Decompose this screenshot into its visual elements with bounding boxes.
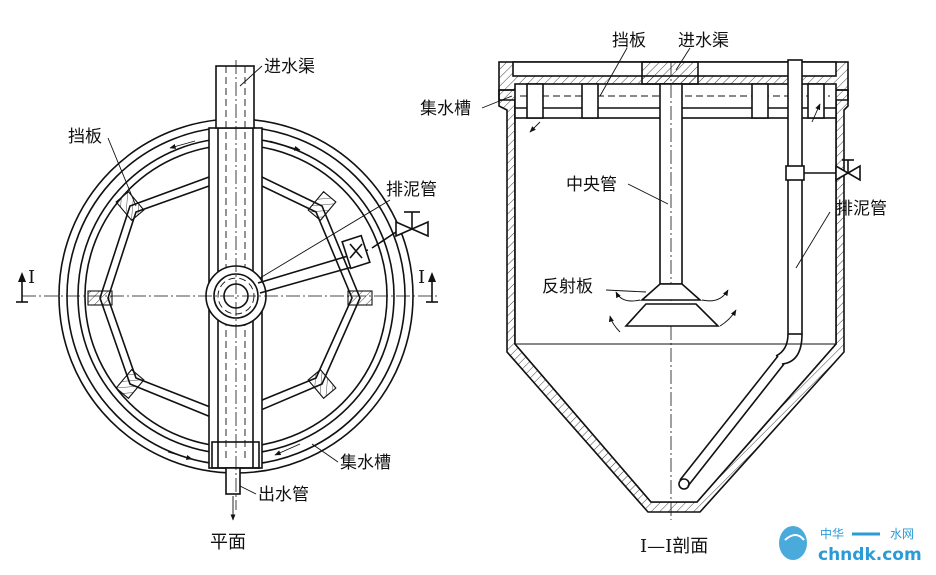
svg-text:I: I <box>418 267 425 288</box>
plan-label-sludge-pipe: 排泥管 <box>386 180 437 200</box>
section-sludge-pipe <box>678 59 861 490</box>
section-caption: I—I剖面 <box>640 536 708 557</box>
plan-view: I I 进水渠 挡板 排泥管 集水槽 出水管 平面 <box>16 57 440 553</box>
svg-text:水网: 水网 <box>890 527 914 541</box>
plan-sludge-valve-icon <box>371 211 429 249</box>
plan-label-baffle: 挡板 <box>68 127 102 147</box>
section-reflector <box>608 283 737 333</box>
section-view: 挡板 进水渠 集水槽 中央管 排泥管 反射板 I—I剖面 <box>420 31 887 557</box>
section-label-sludge-pipe: 排泥管 <box>836 199 887 219</box>
watermark-drop-icon <box>779 526 807 560</box>
svg-text:I: I <box>28 267 35 288</box>
section-sludge-valve-icon <box>835 159 861 182</box>
section-label-reflector: 反射板 <box>542 277 593 297</box>
watermark-logo: 中华 水网 chndk.com <box>779 526 922 565</box>
plan-label-collect-trough: 集水槽 <box>340 453 391 473</box>
section-mark-left: I <box>16 267 35 303</box>
section-label-center-pipe: 中央管 <box>566 175 617 195</box>
plan-caption: 平面 <box>210 532 246 553</box>
section-label-baffle: 挡板 <box>612 31 646 51</box>
plan-baffle-polygon <box>99 176 361 425</box>
plan-baffle-polygon-inner <box>107 185 353 415</box>
svg-text:中华: 中华 <box>820 526 844 541</box>
plan-outlet-pipe <box>225 467 241 521</box>
plan-flow-arrows <box>167 140 301 460</box>
section-mark-right: I <box>418 267 438 303</box>
plan-sludge-pipe <box>257 211 429 294</box>
section-label-inlet-channel: 进水渠 <box>678 31 729 51</box>
section-label-collect-trough: 集水槽 <box>420 99 471 119</box>
plan-baffle-supports <box>87 190 373 400</box>
section-inlet-channel <box>641 61 699 85</box>
plan-label-inlet-channel: 进水渠 <box>264 57 315 77</box>
svg-text:chndk.com: chndk.com <box>818 545 922 565</box>
plan-label-outlet-pipe: 出水管 <box>258 485 309 505</box>
